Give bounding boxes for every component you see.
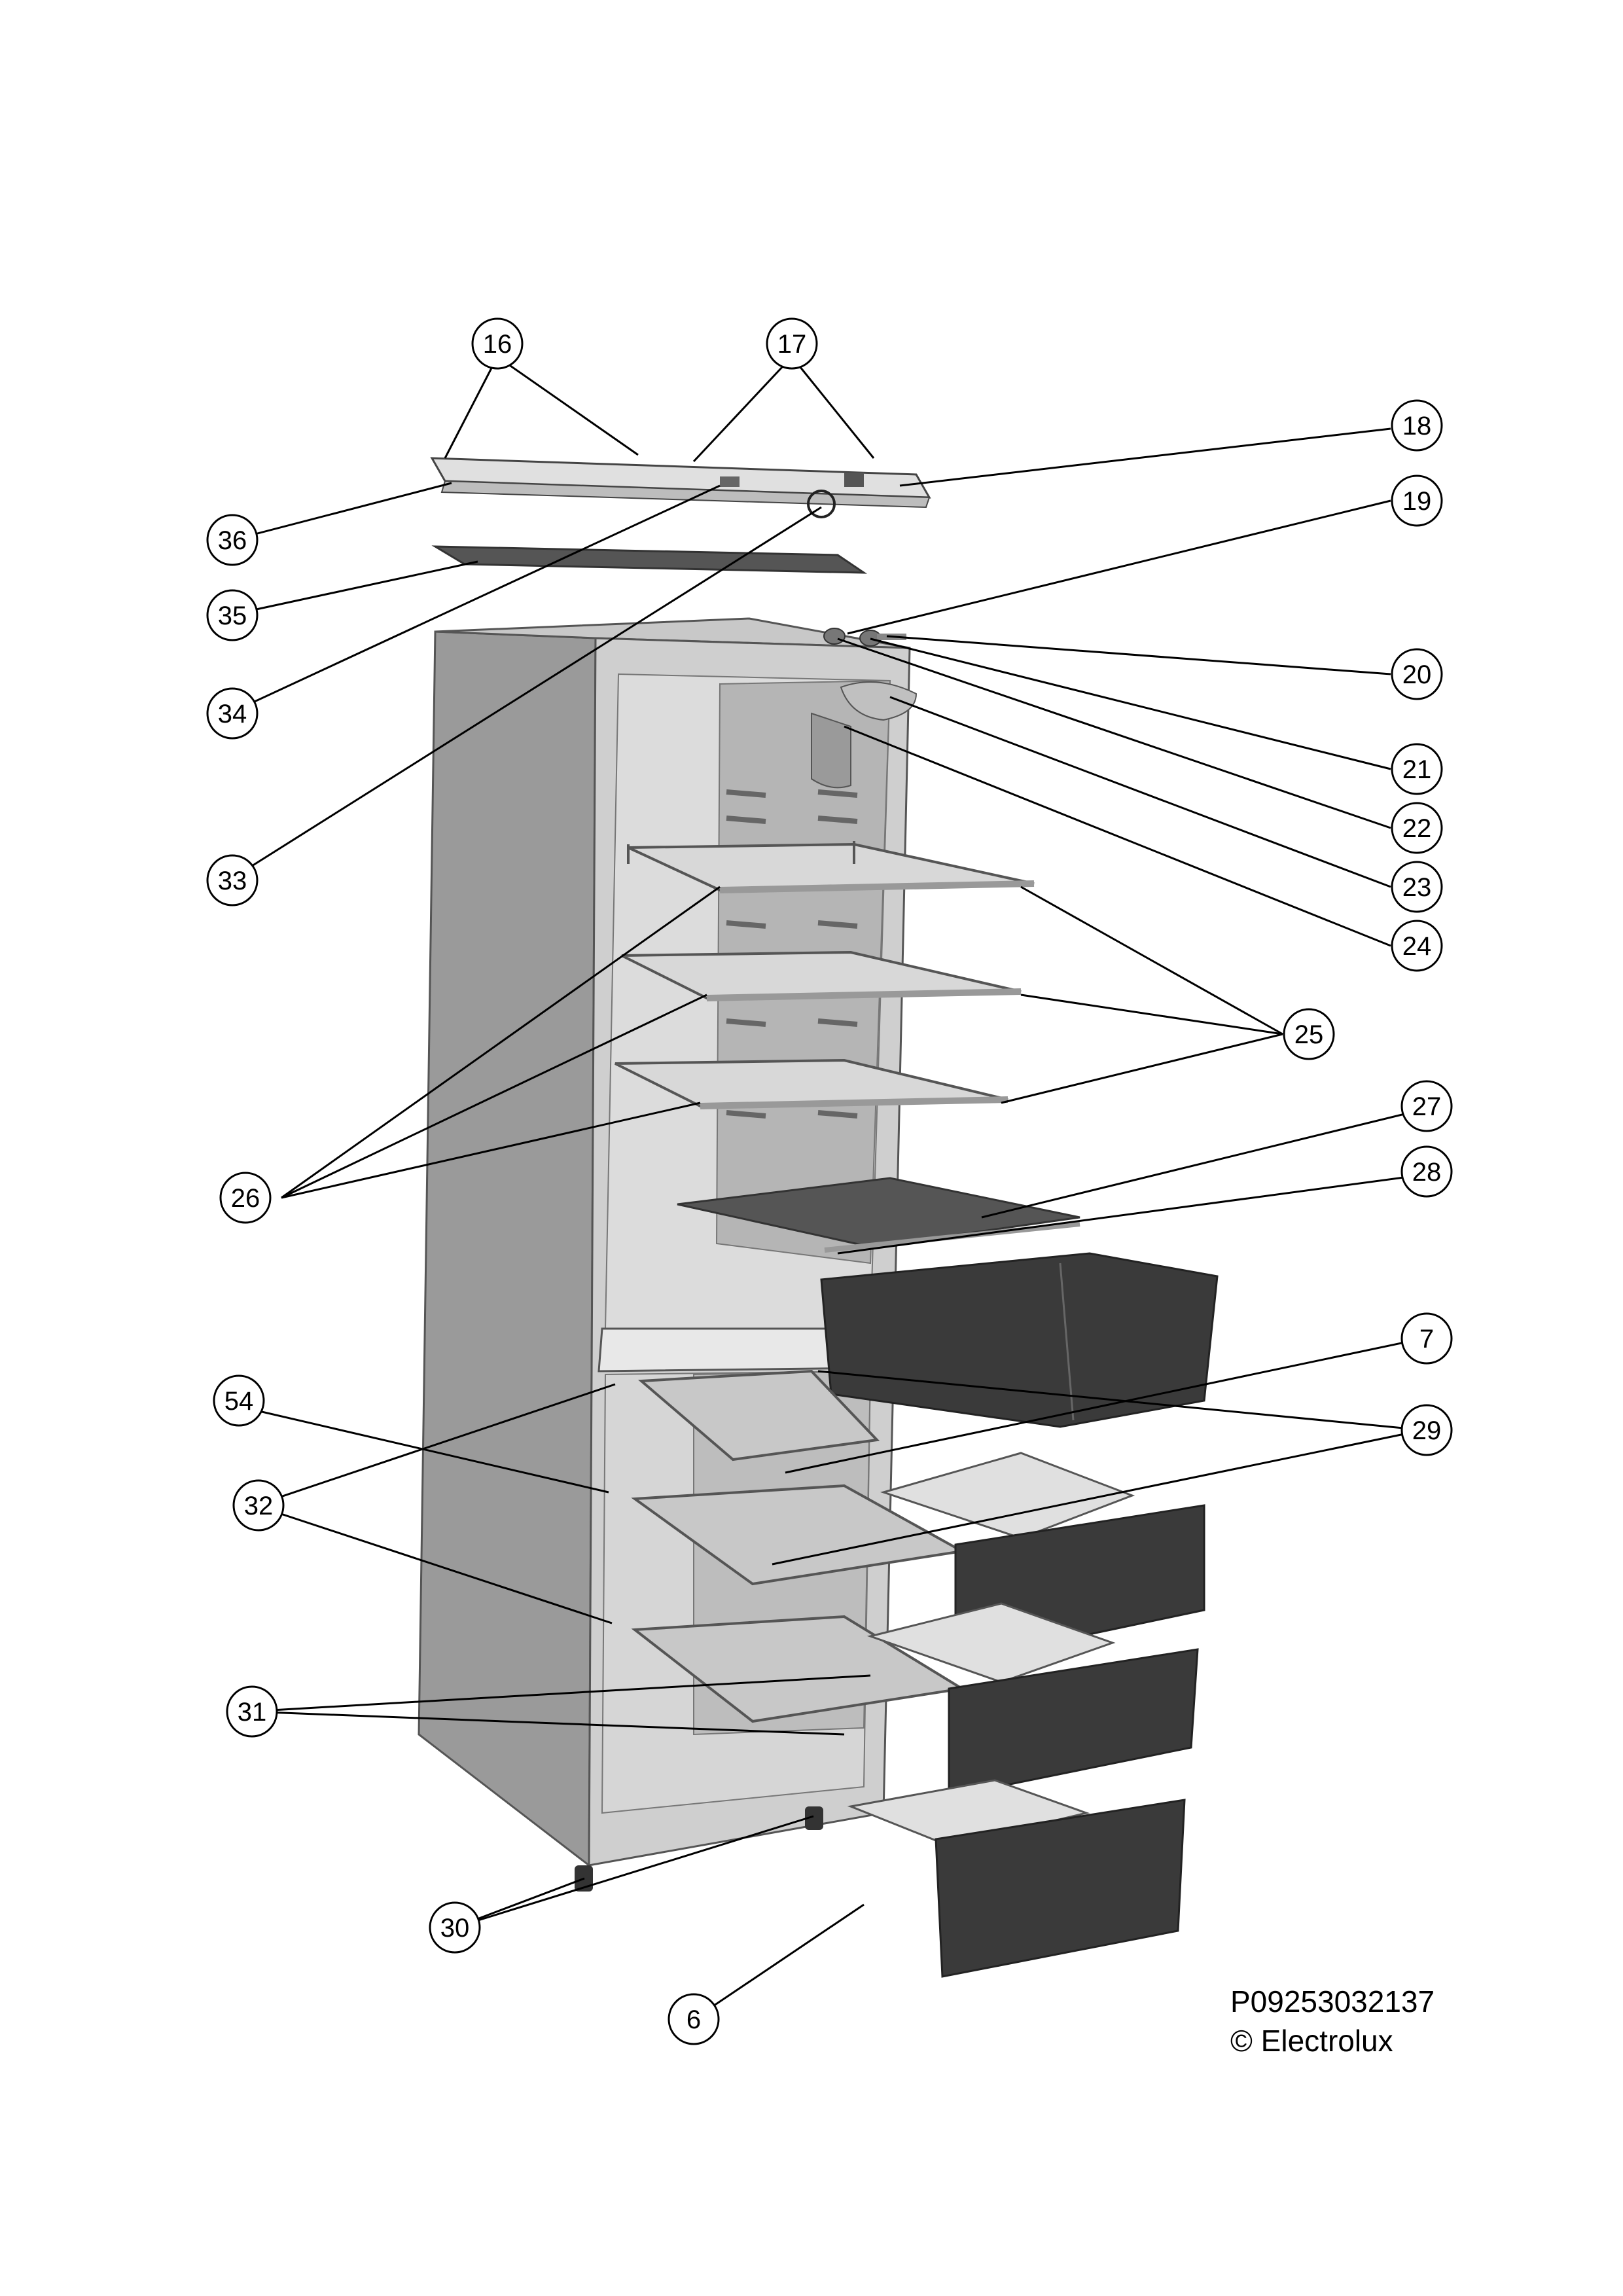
callouts: 16 17 18 19 20 21 22 23 24 25 26 27 28 7…: [206, 317, 1453, 2045]
callout-34: 34: [206, 687, 259, 740]
callout-label: 21: [1402, 755, 1432, 784]
callout-16: 16: [471, 317, 524, 370]
callout-label: 28: [1412, 1158, 1442, 1187]
lamp-holder: [807, 490, 836, 518]
callout-36: 36: [206, 514, 259, 566]
callout-label: 26: [231, 1184, 260, 1213]
callout-18: 18: [1391, 399, 1443, 452]
callout-label: 54: [224, 1387, 254, 1416]
callout-31: 31: [226, 1685, 278, 1738]
freezer-evaporator-shelves: [631, 1369, 967, 1723]
callout-label: 35: [218, 601, 247, 630]
callout-label: 17: [777, 330, 807, 359]
crisper-drawers: [820, 1252, 1219, 1428]
callout-label: 36: [218, 526, 247, 555]
callout-label: 23: [1402, 873, 1432, 902]
callout-27: 27: [1400, 1080, 1453, 1132]
part-number: P09253032137: [1230, 1984, 1435, 2018]
shelf-support-rails: [726, 789, 858, 1119]
thermostat-knob: [720, 476, 740, 487]
callout-21: 21: [1391, 743, 1443, 795]
callout-label: 7: [1419, 1325, 1434, 1354]
callout-label: 25: [1294, 1020, 1324, 1049]
panel-connector: [844, 473, 864, 487]
callout-35: 35: [206, 589, 259, 641]
freezer-basket-middle: [866, 1602, 1199, 1798]
cabinet-side-wall: [418, 630, 597, 1868]
callout-24: 24: [1391, 920, 1443, 972]
callout-label: 27: [1412, 1092, 1442, 1121]
callout-54: 54: [213, 1374, 265, 1427]
crisper-cover-frame: [824, 1221, 1080, 1253]
callout-label: 34: [218, 700, 247, 728]
callout-32: 32: [232, 1479, 285, 1532]
wire-shelf-top: [627, 841, 1035, 893]
callout-25: 25: [1283, 1008, 1335, 1060]
callout-20: 20: [1391, 648, 1443, 700]
leader-lines: [228, 355, 1424, 2020]
callout-label: 20: [1402, 660, 1432, 689]
top-cover-plate: [431, 545, 868, 574]
callout-26: 26: [219, 1172, 272, 1224]
callout-label: 29: [1412, 1416, 1442, 1445]
callout-label: 30: [440, 1914, 470, 1943]
callout-17: 17: [766, 317, 818, 370]
callout-19: 19: [1391, 475, 1443, 527]
callout-label: 32: [244, 1492, 274, 1520]
callout-6: 6: [668, 1993, 720, 2045]
wire-shelf-bottom: [615, 1058, 1008, 1109]
callout-28: 28: [1400, 1145, 1453, 1198]
callout-30: 30: [429, 1901, 481, 1954]
callout-label: 31: [238, 1698, 267, 1727]
callout-label: 33: [218, 867, 247, 895]
wire-shelf-middle: [621, 950, 1022, 1001]
callout-23: 23: [1391, 861, 1443, 913]
copyright-notice: © Electrolux: [1230, 2024, 1393, 2058]
callout-label: 24: [1402, 932, 1432, 961]
wire-shelves: [615, 841, 1035, 1109]
callout-29: 29: [1400, 1404, 1453, 1456]
callout-7: 7: [1400, 1312, 1453, 1365]
lamp-cover: [811, 681, 918, 789]
callout-label: 6: [687, 2005, 701, 2034]
callout-33: 33: [206, 854, 259, 906]
callout-22: 22: [1391, 802, 1443, 854]
freezer-basket-bottom: [847, 1779, 1186, 1978]
freezer-baskets: [847, 1452, 1205, 1978]
callout-label: 18: [1402, 412, 1432, 440]
crisper-cover-glass: [677, 1177, 1080, 1248]
top-control-panel: [430, 457, 931, 518]
callout-label: 16: [483, 330, 512, 359]
callout-label: 19: [1402, 487, 1432, 516]
callout-label: 22: [1402, 814, 1432, 843]
